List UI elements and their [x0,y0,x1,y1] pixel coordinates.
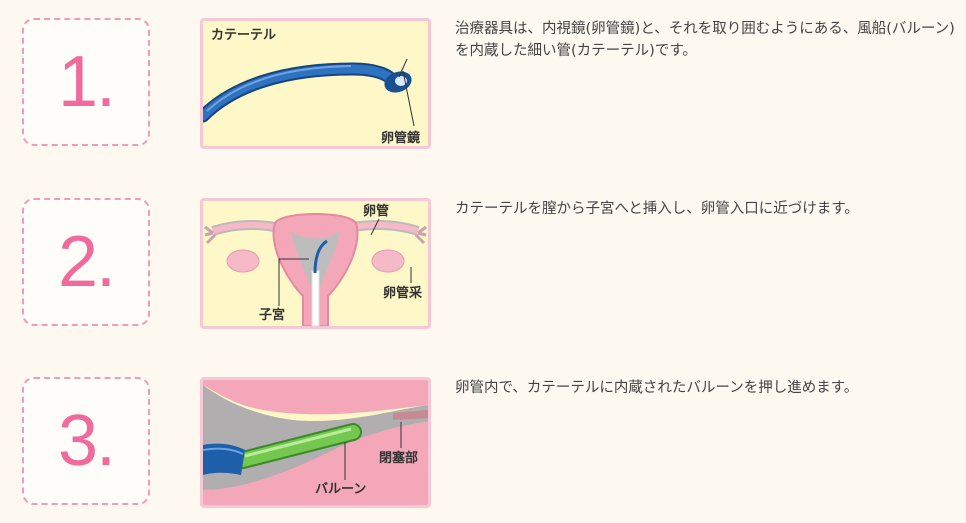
step-3: 3. バルーン 閉塞部 卵管内で、カテーテルに内蔵されたバルーンを押し進めます。 [0,377,966,512]
uterus-illustration: 卵管 子宮 卵管采 [200,198,431,329]
catheter-label: カテーテル [211,28,276,43]
step-number-box: 2. [22,198,150,326]
fimbria-label: 卵管采 [383,285,423,301]
step-description: カテーテルを膣から子宮へと挿入し、卵管入口に近づけます。 [455,201,859,217]
uterus-label: 子宮 [259,307,285,323]
uterus-diagram: 卵管 子宮 卵管采 [203,201,428,326]
step-number: 2. [57,222,116,302]
step-1: 1. カテーテル 卵管鏡 治療器具は、内視鏡(卵管鏡)と、それを取り囲むようにあ… [0,18,966,153]
tube-label: 卵管 [363,203,389,219]
balloon-illustration: バルーン 閉塞部 [200,377,431,508]
balloon-diagram: バルーン 閉塞部 [203,380,428,505]
step-number: 3. [57,401,116,481]
balloon-label: バルーン [315,482,366,497]
catheter-diagram: カテーテル 卵管鏡 [203,21,428,146]
step-description: 卵管内で、カテーテルに内蔵されたバルーンを押し進めます。 [455,380,859,396]
step-2: 2. 卵管 子宮 卵管采 カテーテルを膣か [0,198,966,333]
step-description: 治療器具は、内視鏡(卵管鏡)と、それを取り囲むようにある、風船(バルーン)を内蔵… [455,21,955,59]
step-number-box: 1. [22,18,150,146]
scope-label: 卵管鏡 [381,130,420,146]
catheter-illustration: カテーテル 卵管鏡 [200,18,431,149]
step-number-box: 3. [22,377,150,505]
blockage-label: 閉塞部 [379,450,418,466]
step-number: 1. [57,42,116,122]
